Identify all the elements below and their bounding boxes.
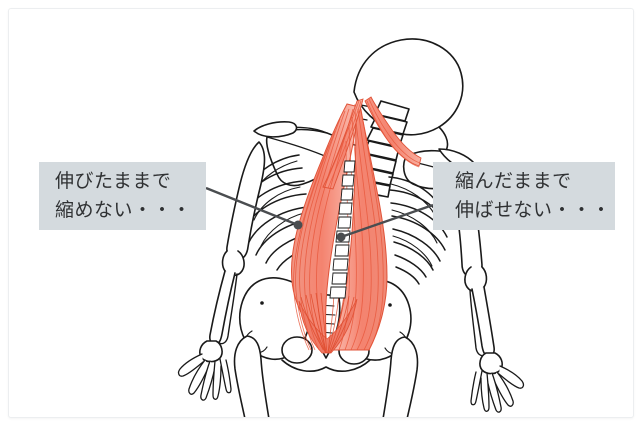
left-callout-line-2: 縮めない・・・ (55, 198, 192, 221)
muscle-cervical-right (364, 96, 422, 167)
right-callout-box: 縮んだままで 伸ばせない・・・ (433, 162, 615, 230)
muscle-lumbar-fan (298, 298, 358, 354)
right-callout-line-2: 伸ばせない・・・ (455, 198, 612, 221)
figure-frame: 伸びたままで 縮めない・・・ 縮んだままで 伸ばせない・・・ (8, 8, 634, 418)
arm-right (453, 166, 525, 413)
left-callout-box: 伸びたままで 縮めない・・・ (39, 162, 206, 230)
left-callout-line-1: 伸びたままで (55, 169, 172, 192)
skeleton-illustration (9, 9, 633, 417)
femurs (233, 335, 419, 417)
right-callout-line-1: 縮んだままで (455, 169, 572, 192)
